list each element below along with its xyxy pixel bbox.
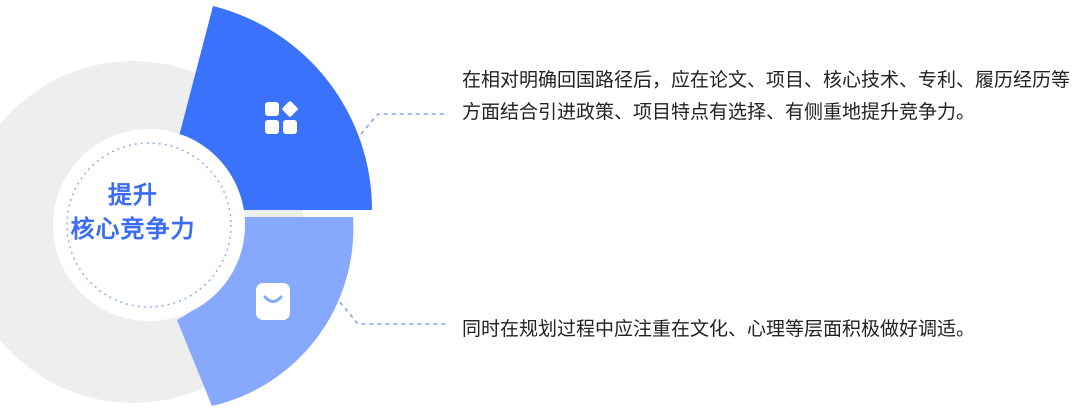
connector-upper	[360, 113, 448, 135]
connector-lower	[339, 301, 448, 325]
center-title-line-1: 提升	[108, 181, 158, 209]
center-disc	[53, 129, 245, 321]
bag-icon	[256, 283, 290, 320]
segment-lower-description: 同时在规划过程中应注重在文化、心理等层面积极做好调适。	[462, 318, 976, 340]
center-title-line-2: 核心竞争力	[70, 215, 196, 243]
segment-upper-description: 在相对明确回国路径后，应在论文、项目、核心技术、专利、履历经历等方面结合引进政策…	[462, 69, 1071, 123]
center-dashed-ring	[66, 142, 232, 308]
apps-grid-icon	[265, 101, 298, 134]
center-title: 提升 核心竞争力	[58, 178, 208, 246]
